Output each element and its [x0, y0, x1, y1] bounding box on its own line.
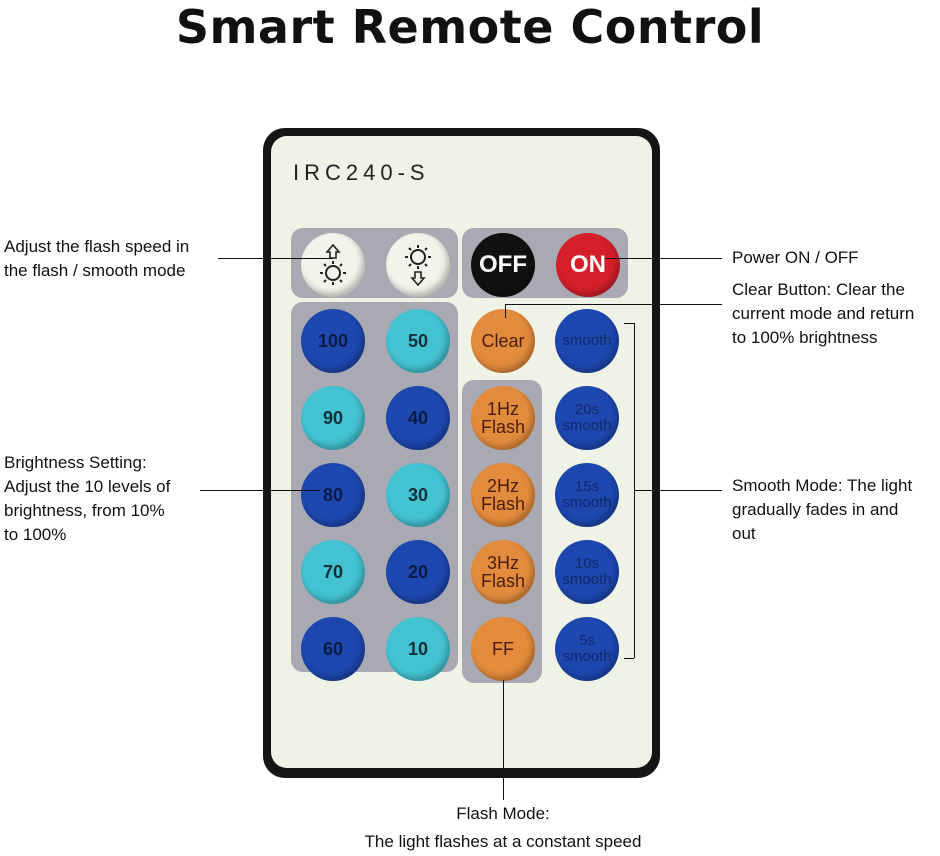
clear-annotation: Clear Button: Clear the current mode and…: [732, 278, 914, 350]
smooth-bracket-top: [624, 323, 634, 324]
annotation-line: Smooth Mode: The light: [732, 476, 913, 495]
off-button[interactable]: OFF: [471, 233, 535, 297]
button-label: 10s: [574, 555, 600, 572]
brightness-button[interactable]: 30: [386, 463, 450, 527]
brightness-down-icon: [405, 245, 431, 287]
button-label: 1Hz: [486, 399, 519, 419]
flash-button[interactable]: FF: [471, 617, 535, 681]
on-button[interactable]: ON: [556, 233, 620, 297]
button-label: 15s: [574, 478, 600, 495]
button-label: 30: [407, 485, 429, 505]
button-label: 3Hz: [486, 553, 519, 573]
button-label: 90: [322, 408, 344, 428]
button-label: 20: [407, 562, 429, 582]
brightness-button[interactable]: 100: [301, 309, 365, 373]
button-label: Flash: [480, 571, 525, 591]
button-label: 60: [322, 639, 344, 659]
clear-leader-drop: [505, 304, 506, 318]
power-annotation: Power ON / OFF: [732, 248, 859, 267]
annotation-line: to 100% brightness: [732, 328, 878, 347]
brightness-annotation: Brightness Setting: Adjust the 10 levels…: [4, 451, 170, 547]
button-label: smooth: [562, 494, 612, 511]
speed-up-button[interactable]: [301, 233, 365, 297]
button-label: smooth: [562, 648, 612, 665]
brightness-button[interactable]: 60: [301, 617, 365, 681]
button-label: 40: [407, 408, 429, 428]
button-label: 5s: [579, 632, 595, 649]
button-label: Flash: [480, 494, 525, 514]
annotation-line: The light flashes at a constant speed: [364, 832, 642, 851]
annotation-line: current mode and return: [732, 304, 915, 323]
annotation-line: gradually fades in and: [732, 500, 899, 519]
annotation-line: Clear Button: Clear the: [732, 280, 905, 299]
annotation-line: to 100%: [4, 525, 67, 544]
button-label: FF: [492, 639, 514, 659]
brightness-button[interactable]: 80: [301, 463, 365, 527]
flash-speed-annotation: Adjust the flash speed in the flash / sm…: [4, 235, 189, 283]
button-label: 2Hz: [486, 476, 519, 496]
button-label: smooth: [562, 332, 612, 349]
button-label: 10: [407, 639, 429, 659]
brightness-button[interactable]: 90: [301, 386, 365, 450]
smooth-bracket-bottom: [624, 658, 634, 659]
annotation-line: Adjust the flash speed in: [4, 237, 190, 256]
brightness-button[interactable]: 40: [386, 386, 450, 450]
annotation-line: Brightness Setting:: [4, 453, 147, 472]
clear-leader-line: [505, 304, 722, 305]
speed-down-button[interactable]: [386, 233, 450, 297]
button-label: 20s: [574, 401, 600, 418]
button-label: smooth: [562, 417, 612, 434]
brightness-button[interactable]: 50: [386, 309, 450, 373]
annotation-line: Flash Mode:: [456, 804, 550, 823]
button-label: 80: [322, 485, 344, 505]
brightness-button[interactable]: 70: [301, 540, 365, 604]
brightness-leader-line: [200, 490, 320, 491]
smooth-leader-line: [634, 490, 722, 491]
flash-leader-line: [503, 680, 504, 800]
brightness-button[interactable]: 20: [386, 540, 450, 604]
brightness-button[interactable]: 10: [386, 617, 450, 681]
annotation-line: the flash / smooth mode: [4, 261, 186, 280]
smooth-button[interactable]: smooth: [555, 309, 619, 373]
flash-annotation: Flash Mode: The light flashes at a const…: [300, 800, 706, 856]
annotation-line: brightness, from 10%: [4, 501, 165, 520]
page-title: Smart Remote Control: [175, 0, 765, 54]
brightness-up-icon: [320, 243, 346, 285]
power-leader-line: [605, 258, 722, 259]
button-label: 70: [322, 562, 344, 582]
flash-speed-leader-line: [218, 258, 333, 259]
button-label: smooth: [562, 571, 612, 588]
clear-button[interactable]: Clear: [471, 309, 535, 373]
button-label: Flash: [480, 417, 525, 437]
smooth-annotation: Smooth Mode: The light gradually fades i…: [732, 474, 912, 546]
annotation-line: Adjust the 10 levels of: [4, 477, 171, 496]
button-label: 100: [317, 331, 349, 351]
button-label: 50: [407, 331, 429, 351]
model-label: IRC240-S: [293, 160, 430, 185]
annotation-line: out: [732, 524, 756, 543]
